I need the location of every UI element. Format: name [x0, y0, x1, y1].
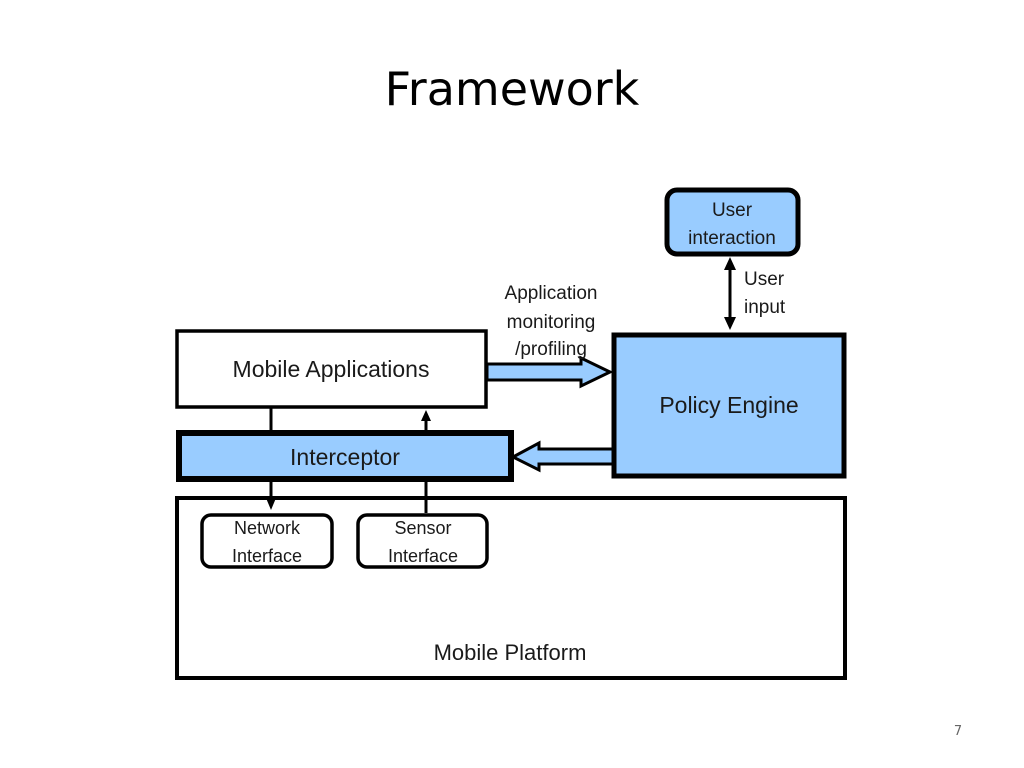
- user-input-edge: User input: [724, 257, 786, 330]
- user-input-line1: User: [744, 269, 785, 290]
- interceptor-interface-connectors: [266, 481, 428, 513]
- block-arrow-right-icon: [485, 355, 614, 389]
- network-interface-node: Network Interface: [200, 513, 334, 569]
- arrowhead-up-icon: [421, 410, 431, 421]
- app-monitoring-line1: Application: [505, 283, 598, 304]
- user-input-line2: input: [744, 297, 786, 318]
- sensor-interface-line1: Sensor: [394, 518, 451, 538]
- mobile-platform-label: Mobile Platform: [434, 640, 587, 665]
- interceptor-node: Interceptor: [176, 430, 514, 482]
- app-monitoring-line3: /profiling: [515, 339, 587, 360]
- app-monitoring-edge: Application monitoring /profiling: [485, 283, 614, 389]
- slide-title: Framework: [384, 62, 640, 116]
- arrowhead-up-icon: [724, 257, 736, 270]
- sensor-interface-line2: Interface: [388, 546, 458, 566]
- app-monitoring-line2: monitoring: [507, 312, 596, 333]
- user-interaction-line2: interaction: [688, 228, 776, 249]
- user-interaction-node: User interaction: [664, 187, 801, 257]
- user-interaction-line1: User: [712, 200, 753, 221]
- interceptor-label: Interceptor: [290, 444, 400, 470]
- mobile-applications-node: Mobile Applications: [175, 329, 488, 409]
- network-interface-line1: Network: [234, 518, 301, 538]
- mobile-applications-label: Mobile Applications: [233, 356, 430, 382]
- policy-to-interceptor-edge: [509, 440, 615, 473]
- network-interface-line2: Interface: [232, 546, 302, 566]
- block-arrow-left-icon: [509, 440, 615, 473]
- sensor-interface-node: Sensor Interface: [356, 513, 489, 569]
- arrowhead-down-icon: [266, 498, 276, 510]
- page-number: 7: [953, 724, 963, 739]
- policy-engine-node: Policy Engine: [611, 332, 847, 479]
- apps-interceptor-connectors: [269, 408, 431, 431]
- policy-engine-label: Policy Engine: [659, 392, 798, 418]
- arrowhead-down-icon: [724, 317, 736, 330]
